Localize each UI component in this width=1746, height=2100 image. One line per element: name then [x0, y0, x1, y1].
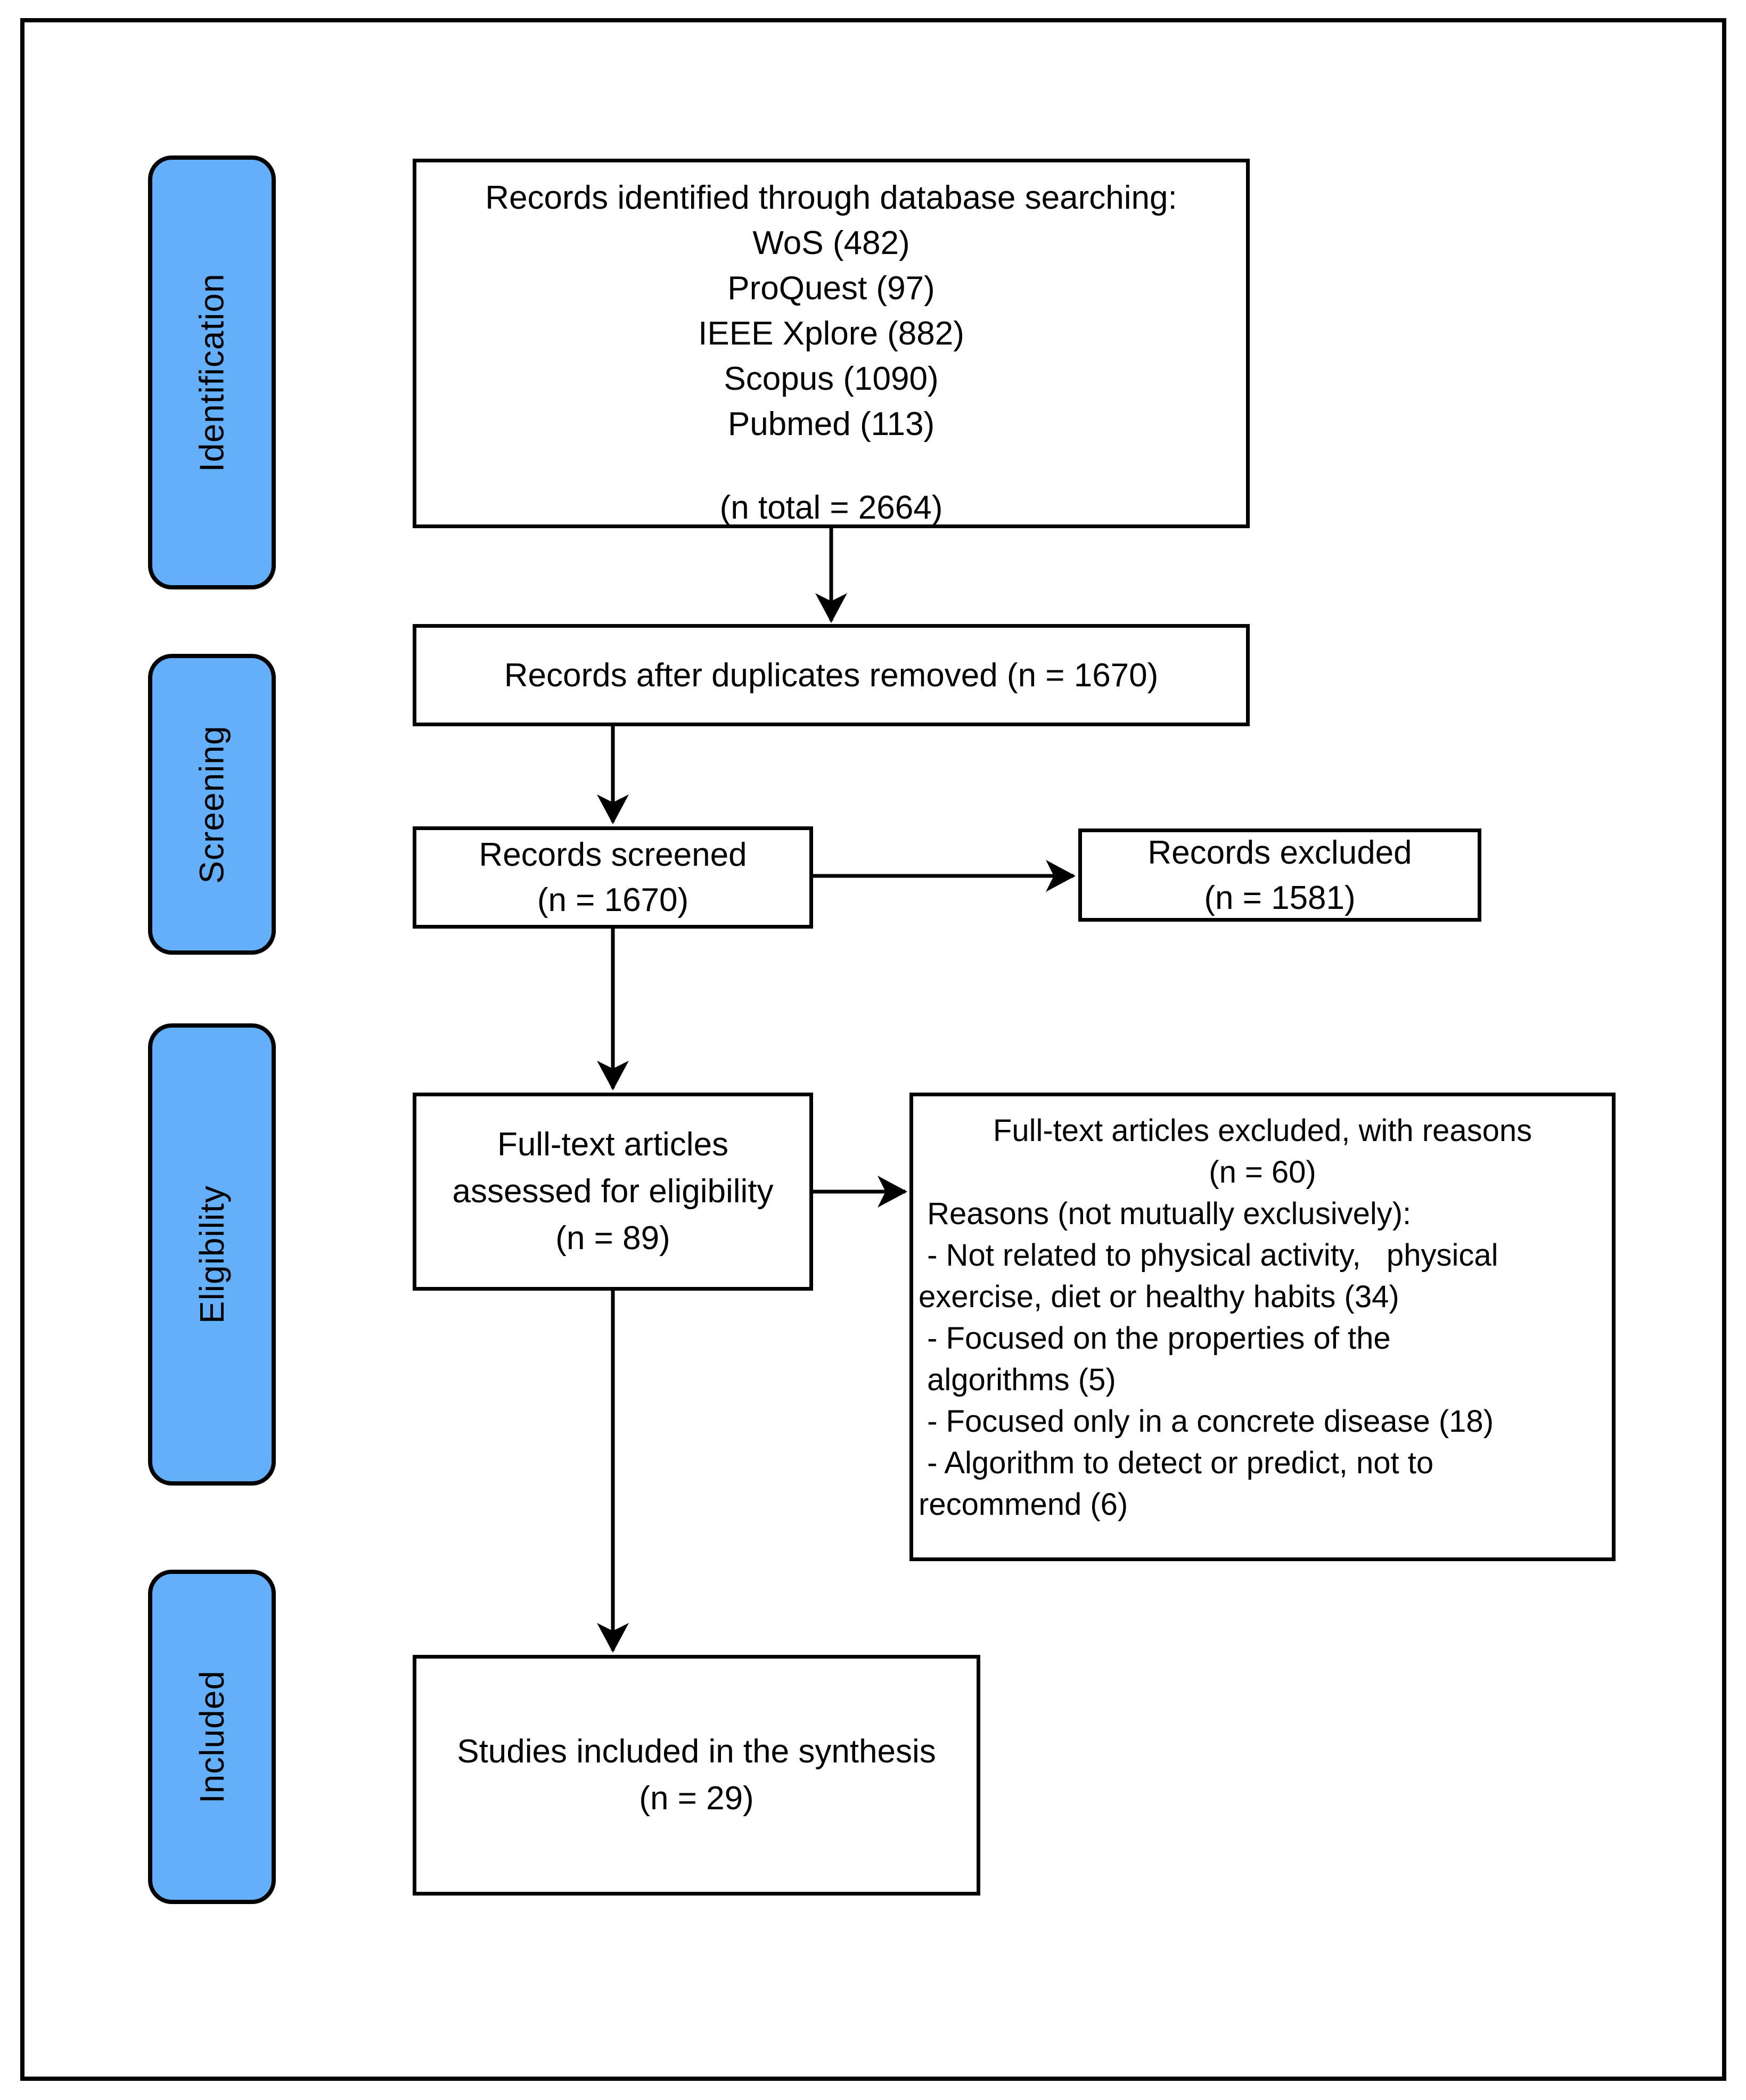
box-fulltext-excluded: Full-text articles excluded, with reason… [909, 1093, 1616, 1561]
source-line-proquest: ProQuest (97) [727, 270, 935, 307]
outer-frame [20, 18, 1726, 2081]
box-records-excluded: Records excluded (n = 1581) [1078, 828, 1481, 922]
stage-label-included: Included [193, 1670, 231, 1803]
fulltext-excluded-reasons: Reasons (not mutually exclusively): - No… [919, 1196, 1498, 1522]
stage-pill-included: Included [148, 1570, 276, 1904]
duplicates-removed-text: Records after duplicates removed (n = 16… [504, 657, 1159, 694]
box-records-screened: Records screened (n = 1670) [413, 826, 813, 929]
records-identified-total: (n total = 2664) [719, 489, 943, 526]
fulltext-excluded-count: (n = 60) [1209, 1155, 1316, 1190]
records-screened-line2: (n = 1670) [537, 882, 689, 918]
records-screened-line1: Records screened [479, 836, 747, 873]
stage-pill-screening: Screening [148, 654, 276, 955]
stage-label-screening: Screening [193, 725, 231, 884]
fulltext-excluded-title: Full-text articles excluded, with reason… [993, 1113, 1532, 1148]
studies-included-line1: Studies included in the synthesis [457, 1733, 936, 1770]
fulltext-assessed-line3: (n = 89) [555, 1220, 670, 1257]
records-identified-title: Records identified through database sear… [485, 179, 1177, 216]
source-line-wos: WoS (482) [752, 225, 910, 261]
source-line-pubmed: Pubmed (113) [727, 406, 935, 442]
stage-pill-identification: Identification [148, 155, 276, 589]
box-fulltext-assessed: Full-text articles assessed for eligibil… [413, 1093, 813, 1291]
stage-pill-eligibility: Eligibility [148, 1023, 276, 1486]
records-excluded-line2: (n = 1581) [1204, 879, 1356, 916]
source-line-scopus: Scopus (1090) [724, 360, 939, 397]
studies-included-line2: (n = 29) [639, 1780, 754, 1817]
stage-label-eligibility: Eligibility [193, 1185, 231, 1324]
fulltext-assessed-line2: assessed for eligibility [452, 1173, 774, 1210]
source-line-ieee: IEEE Xplore (882) [698, 315, 964, 352]
box-records-identified: Records identified through database sear… [413, 159, 1250, 528]
fulltext-assessed-line1: Full-text articles [497, 1126, 729, 1163]
records-excluded-line1: Records excluded [1147, 834, 1412, 871]
box-duplicates-removed: Records after duplicates removed (n = 16… [413, 624, 1250, 726]
box-studies-included: Studies included in the synthesis (n = 2… [413, 1655, 980, 1896]
stage-label-identification: Identification [193, 273, 231, 472]
